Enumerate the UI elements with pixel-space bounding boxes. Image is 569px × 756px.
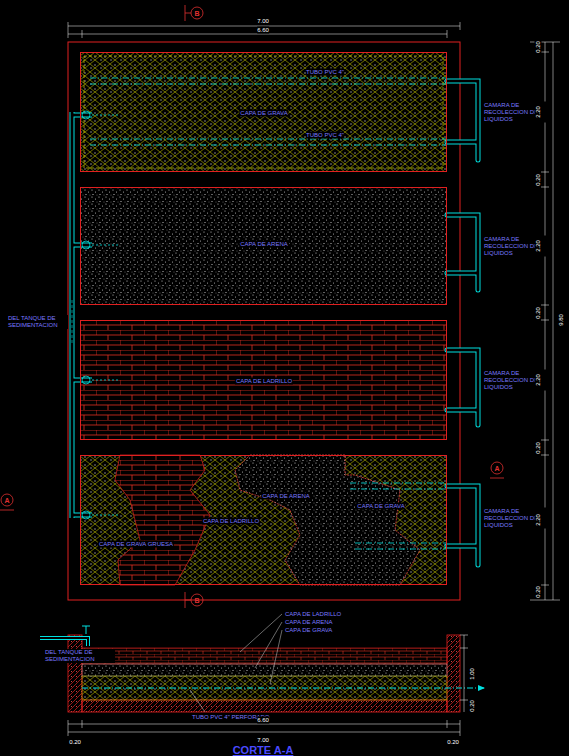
layer-label: CAPA DE GRAVA	[356, 503, 405, 510]
filter-layer-band: CAPA DE LADRILLO	[80, 320, 447, 440]
dimension-text: 2.20	[535, 514, 542, 526]
dimension-text: 6.60	[257, 717, 269, 724]
section-marker: B	[194, 10, 199, 17]
dimension-text: 0.20	[447, 739, 459, 746]
layer-label: CAPA DE LADRILLO	[202, 518, 260, 525]
dimension-text: 0.20	[535, 174, 542, 186]
annotation-text: CAPA DE GRAVA	[285, 627, 332, 634]
annotation-text: CAPA DE ARENA	[285, 619, 333, 626]
dimension-text: 2.20	[535, 374, 542, 386]
layer-label: CAPA DE ARENA	[239, 241, 289, 248]
dimension-text: 0.20	[535, 41, 542, 53]
dimension-text: 0.20	[535, 307, 542, 319]
layer-label: CAPA DE ARENA	[261, 493, 311, 500]
dimension-text: 1.00	[469, 668, 476, 680]
section-marker: A	[494, 465, 499, 472]
dimension-text: 0.20	[535, 586, 542, 598]
annotation-text: TUBO PVC 4"	[306, 69, 344, 76]
layer-label: CAPA DE GRAVA GRUESA	[98, 541, 174, 548]
annotation-text: CAPA DE LADRILLO	[285, 611, 341, 618]
section-caption: CORTE A-A	[233, 744, 294, 756]
filter-layer-band: CAPA DE GRAVA	[80, 52, 447, 172]
dimension-text: 7.00	[257, 18, 269, 25]
dimension-text: 0.20	[69, 739, 81, 746]
dimension-text: 6.60	[257, 27, 269, 34]
dimension-text: 2.20	[535, 106, 542, 118]
section-marker: B	[194, 597, 199, 604]
dimension-text: 0.20	[535, 442, 542, 454]
dimension-text: 9.80	[558, 314, 565, 326]
dimension-text: 7.00	[257, 737, 269, 744]
dimension-text: 0.20	[469, 700, 476, 712]
filter-layer-band: CAPA DE ARENA	[80, 187, 447, 305]
annotation-text: DEL TANQUE DE SEDIMENTACION	[8, 315, 68, 329]
annotation-text: TUBO PVC 4"	[306, 132, 344, 139]
annotation-text: DEL TANQUE DE SEDIMENTACION	[45, 649, 115, 663]
section-marker: A	[4, 497, 9, 504]
dimension-text: 2.20	[535, 240, 542, 252]
filter-layer-band: CAPA DE GRAVA GRUESA CAPA DE LADRILLO CAPA…	[80, 455, 447, 585]
layer-label: CAPA DE LADRILLO	[235, 378, 293, 385]
layer-label: CAPA DE GRAVA	[239, 110, 288, 117]
